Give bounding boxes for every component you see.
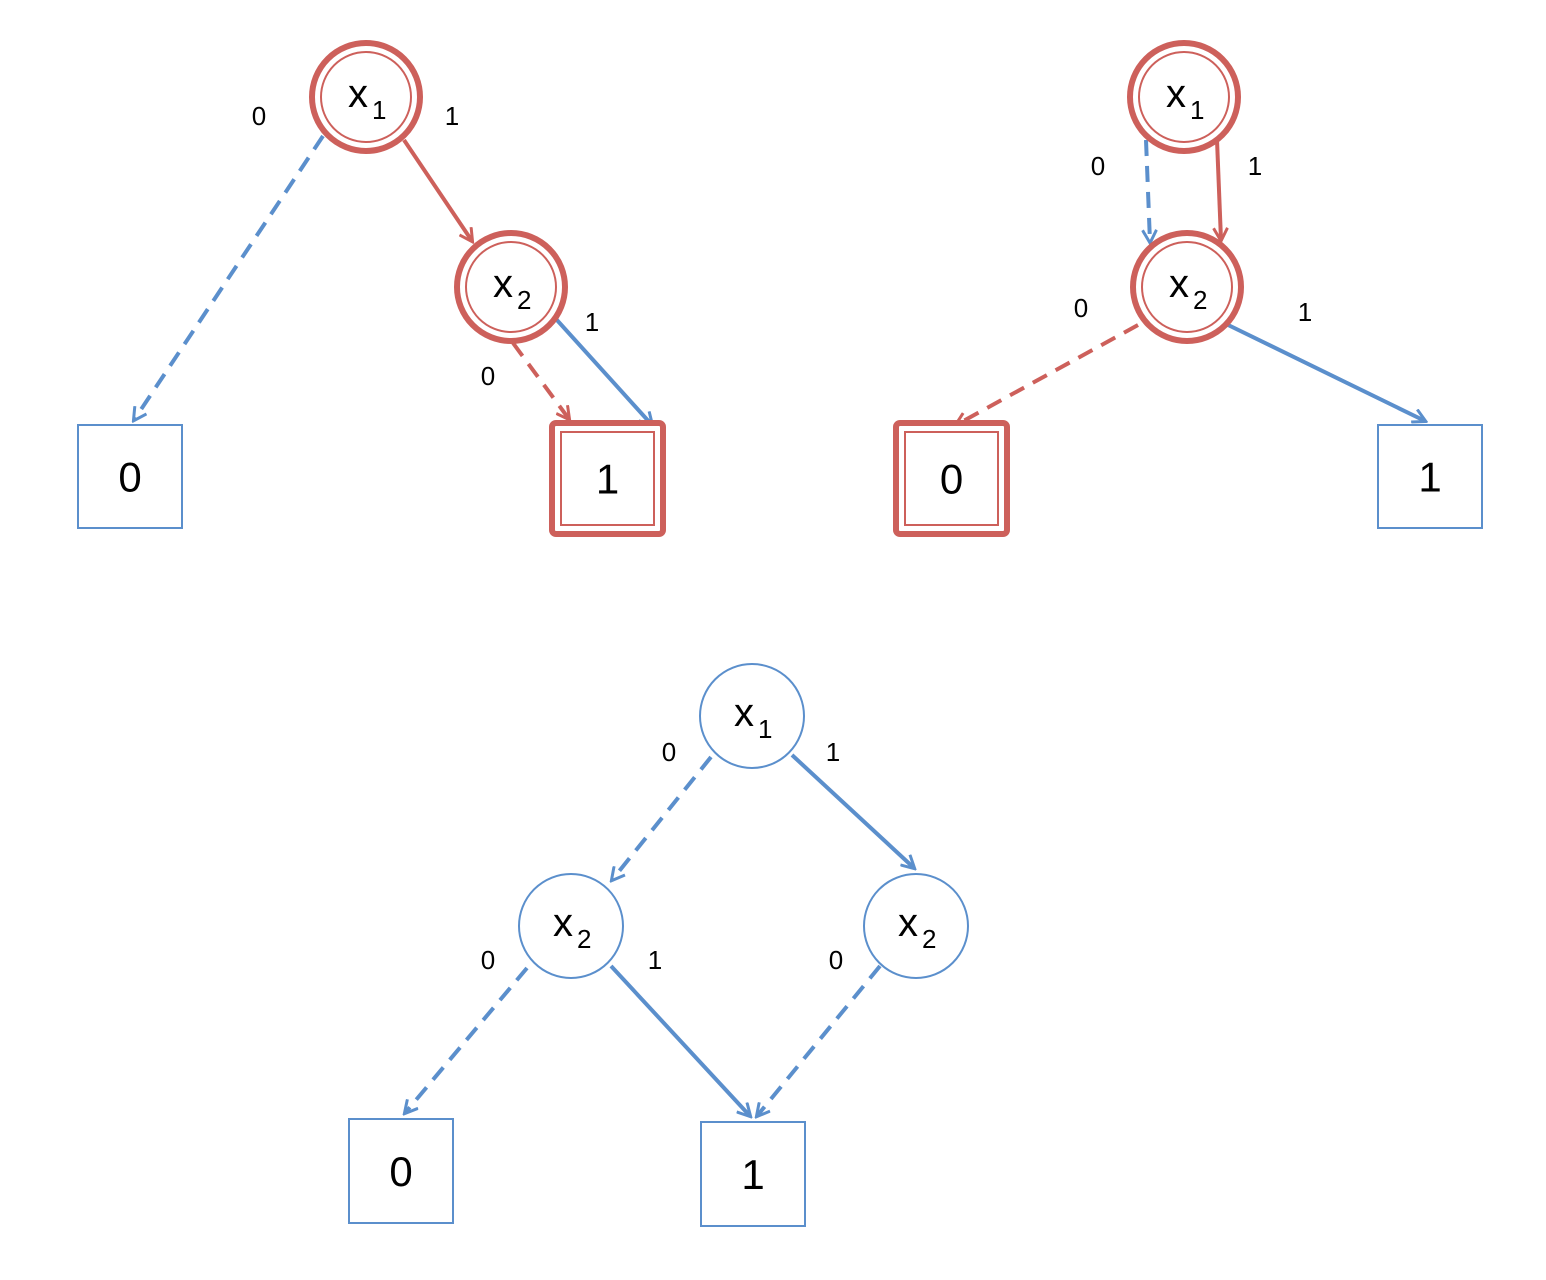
terminal-b-t0-label: 0 xyxy=(389,1148,412,1195)
node-tl-x1-inner-ring xyxy=(320,51,412,143)
terminal-tl-t1-label: 1 xyxy=(596,456,619,503)
edge-tr-x1-to-tr-x2-1 xyxy=(1217,139,1221,240)
terminal-tr-t1-label: 1 xyxy=(1418,454,1441,501)
terminal-b-t0-box xyxy=(348,1118,454,1224)
edge-label-tr-x1-to-tr-x2-0: 0 xyxy=(1091,151,1105,181)
edge-b-x1-to-b-x2b-1 xyxy=(790,753,914,868)
terminal-tl-t0-box xyxy=(77,424,183,529)
edge-b-x1-to-b-x2a-0 xyxy=(612,755,713,880)
edge-b-x2b-to-b-t1-0 xyxy=(757,964,882,1116)
node-b-x2b-var: x xyxy=(898,901,918,945)
node-tr-x1-var: x xyxy=(1166,72,1186,116)
edge-label-tl-x2-to-tl-t1-0: 0 xyxy=(481,361,495,391)
edge-tl-x2-to-tl-t1-1 xyxy=(554,317,652,425)
edge-label-tr-x2-to-tr-t0-0: 0 xyxy=(1074,293,1088,323)
edge-tl-x1-to-tl-t0-0 xyxy=(134,134,325,420)
edge-label-tr-x1-to-tr-x2-1: 1 xyxy=(1248,151,1262,181)
node-tr-x1-inner-ring xyxy=(1138,51,1230,143)
terminal-tl-t0: 0 xyxy=(77,424,183,529)
terminal-tr-t0-label: 0 xyxy=(940,456,963,503)
node-b-x2a-subscript: 2 xyxy=(577,924,591,954)
edges-layer xyxy=(134,134,1425,1116)
edge-label-b-x1-to-b-x2b-1: 1 xyxy=(826,737,840,767)
edge-label-tl-x2-to-tl-t1-1: 1 xyxy=(585,307,599,337)
edge-label-b-x1-to-b-x2a-0: 0 xyxy=(662,737,676,767)
node-tl-x1-var: x xyxy=(348,72,368,116)
node-b-x1-var: x xyxy=(734,691,754,735)
node-tr-x1-subscript: 1 xyxy=(1190,95,1204,125)
terminal-tl-t1-inner-box xyxy=(560,431,655,526)
terminal-tr-t0: 0 xyxy=(893,420,1010,537)
edge-b-x2a-to-b-t1-1 xyxy=(609,964,750,1116)
edge-tl-x2-to-tl-t1-0 xyxy=(511,341,569,419)
node-b-x1-subscript: 1 xyxy=(758,714,772,744)
terminal-b-t1-box xyxy=(700,1121,806,1227)
terminal-tl-t0-label: 0 xyxy=(118,454,141,501)
edge-label-tl-x1-to-tl-x2-1: 1 xyxy=(445,101,459,131)
node-tr-x2-var: x xyxy=(1169,262,1189,306)
edge-label-b-x2a-to-b-t1-1: 1 xyxy=(648,945,662,975)
terminal-b-t1-label: 1 xyxy=(741,1151,764,1198)
node-tl-x2-inner-ring xyxy=(465,241,557,333)
node-tr-x2-subscript: 2 xyxy=(1193,285,1207,315)
node-b-x2a-var: x xyxy=(553,901,573,945)
node-b-x2a-circle xyxy=(518,873,624,979)
edge-labels-layer: 0 1 0 1 0 1 0 1 0 1 0 1 0 xyxy=(252,101,1312,975)
edge-label-tr-x2-to-tr-t1-1: 1 xyxy=(1298,297,1312,327)
node-b-x1-circle xyxy=(699,663,805,769)
node-tl-x2-var: x xyxy=(493,262,513,306)
edge-label-b-x2a-to-b-t0-0: 0 xyxy=(481,945,495,975)
terminal-b-t0: 0 xyxy=(348,1118,454,1224)
node-b-x2b-subscript: 2 xyxy=(922,924,936,954)
terminal-b-t1: 1 xyxy=(700,1121,806,1227)
edge-tr-x2-to-tr-t1-1 xyxy=(1221,320,1425,421)
edge-label-tl-x1-to-tl-t0-0: 0 xyxy=(252,101,266,131)
node-tr-x2-inner-ring xyxy=(1141,241,1233,333)
terminal-tr-t1: 1 xyxy=(1377,424,1483,529)
edge-label-b-x2b-to-b-t1-0: 0 xyxy=(829,945,843,975)
node-b-x2b-circle xyxy=(863,873,969,979)
edge-tl-x1-to-tl-x2-1 xyxy=(402,138,472,241)
edge-tr-x1-to-tr-x2-0 xyxy=(1146,139,1150,242)
terminal-tl-t1: 1 xyxy=(549,420,666,537)
terminal-tr-t0-inner-box xyxy=(904,431,999,526)
node-tl-x2-subscript: 2 xyxy=(517,285,531,315)
node-tl-x1-subscript: 1 xyxy=(372,95,386,125)
edge-tr-x2-to-tr-t0-0 xyxy=(956,323,1139,425)
terminal-tr-t1-box xyxy=(1377,424,1483,529)
edge-b-x2a-to-b-t0-0 xyxy=(405,966,529,1113)
